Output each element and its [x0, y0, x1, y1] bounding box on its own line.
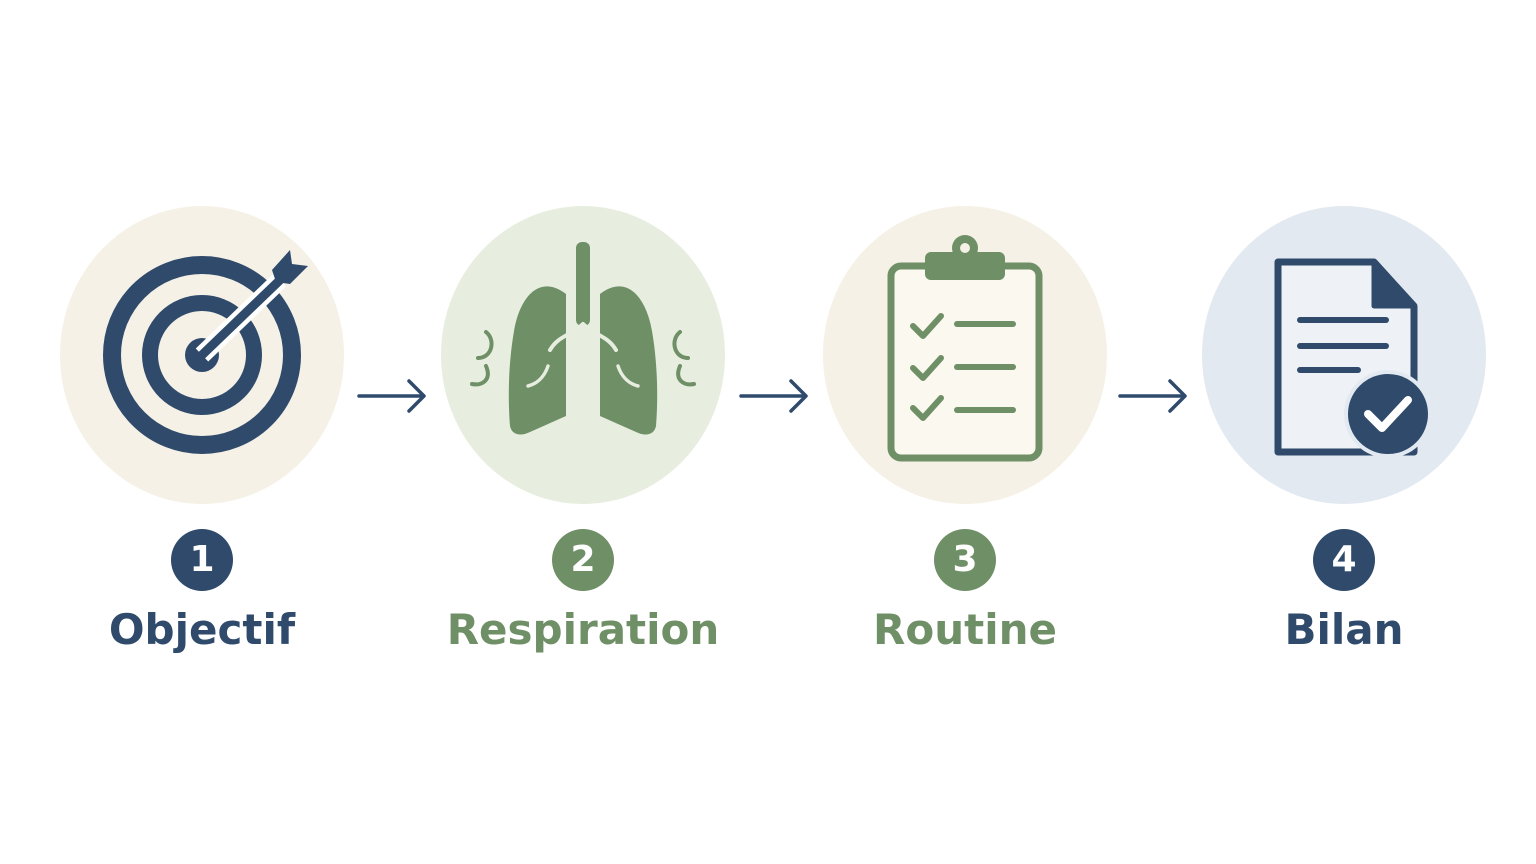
- arrow-right-icon: [1118, 379, 1187, 413]
- step-4-label: Bilan: [1284, 605, 1404, 654]
- lungs-icon: [470, 242, 696, 435]
- target-arrow-icon: [103, 250, 308, 454]
- step-3-label: Routine: [873, 605, 1057, 654]
- step-1-number: 1: [171, 529, 233, 591]
- arrow-3-4: [1118, 376, 1190, 420]
- arrow-right-icon: [357, 379, 426, 413]
- step-4-number: 4: [1313, 529, 1375, 591]
- step-2-number: 2: [552, 529, 614, 591]
- arrow-1-2: [357, 376, 429, 420]
- step-2-label: Respiration: [446, 605, 720, 654]
- arrow-2-3: [739, 376, 811, 420]
- arrow-right-icon: [739, 379, 808, 413]
- step-1-label: Objectif: [108, 605, 296, 654]
- document-check-icon: [1274, 258, 1432, 458]
- step-3-number: 3: [934, 529, 996, 591]
- clipboard-checklist-icon: [887, 235, 1043, 462]
